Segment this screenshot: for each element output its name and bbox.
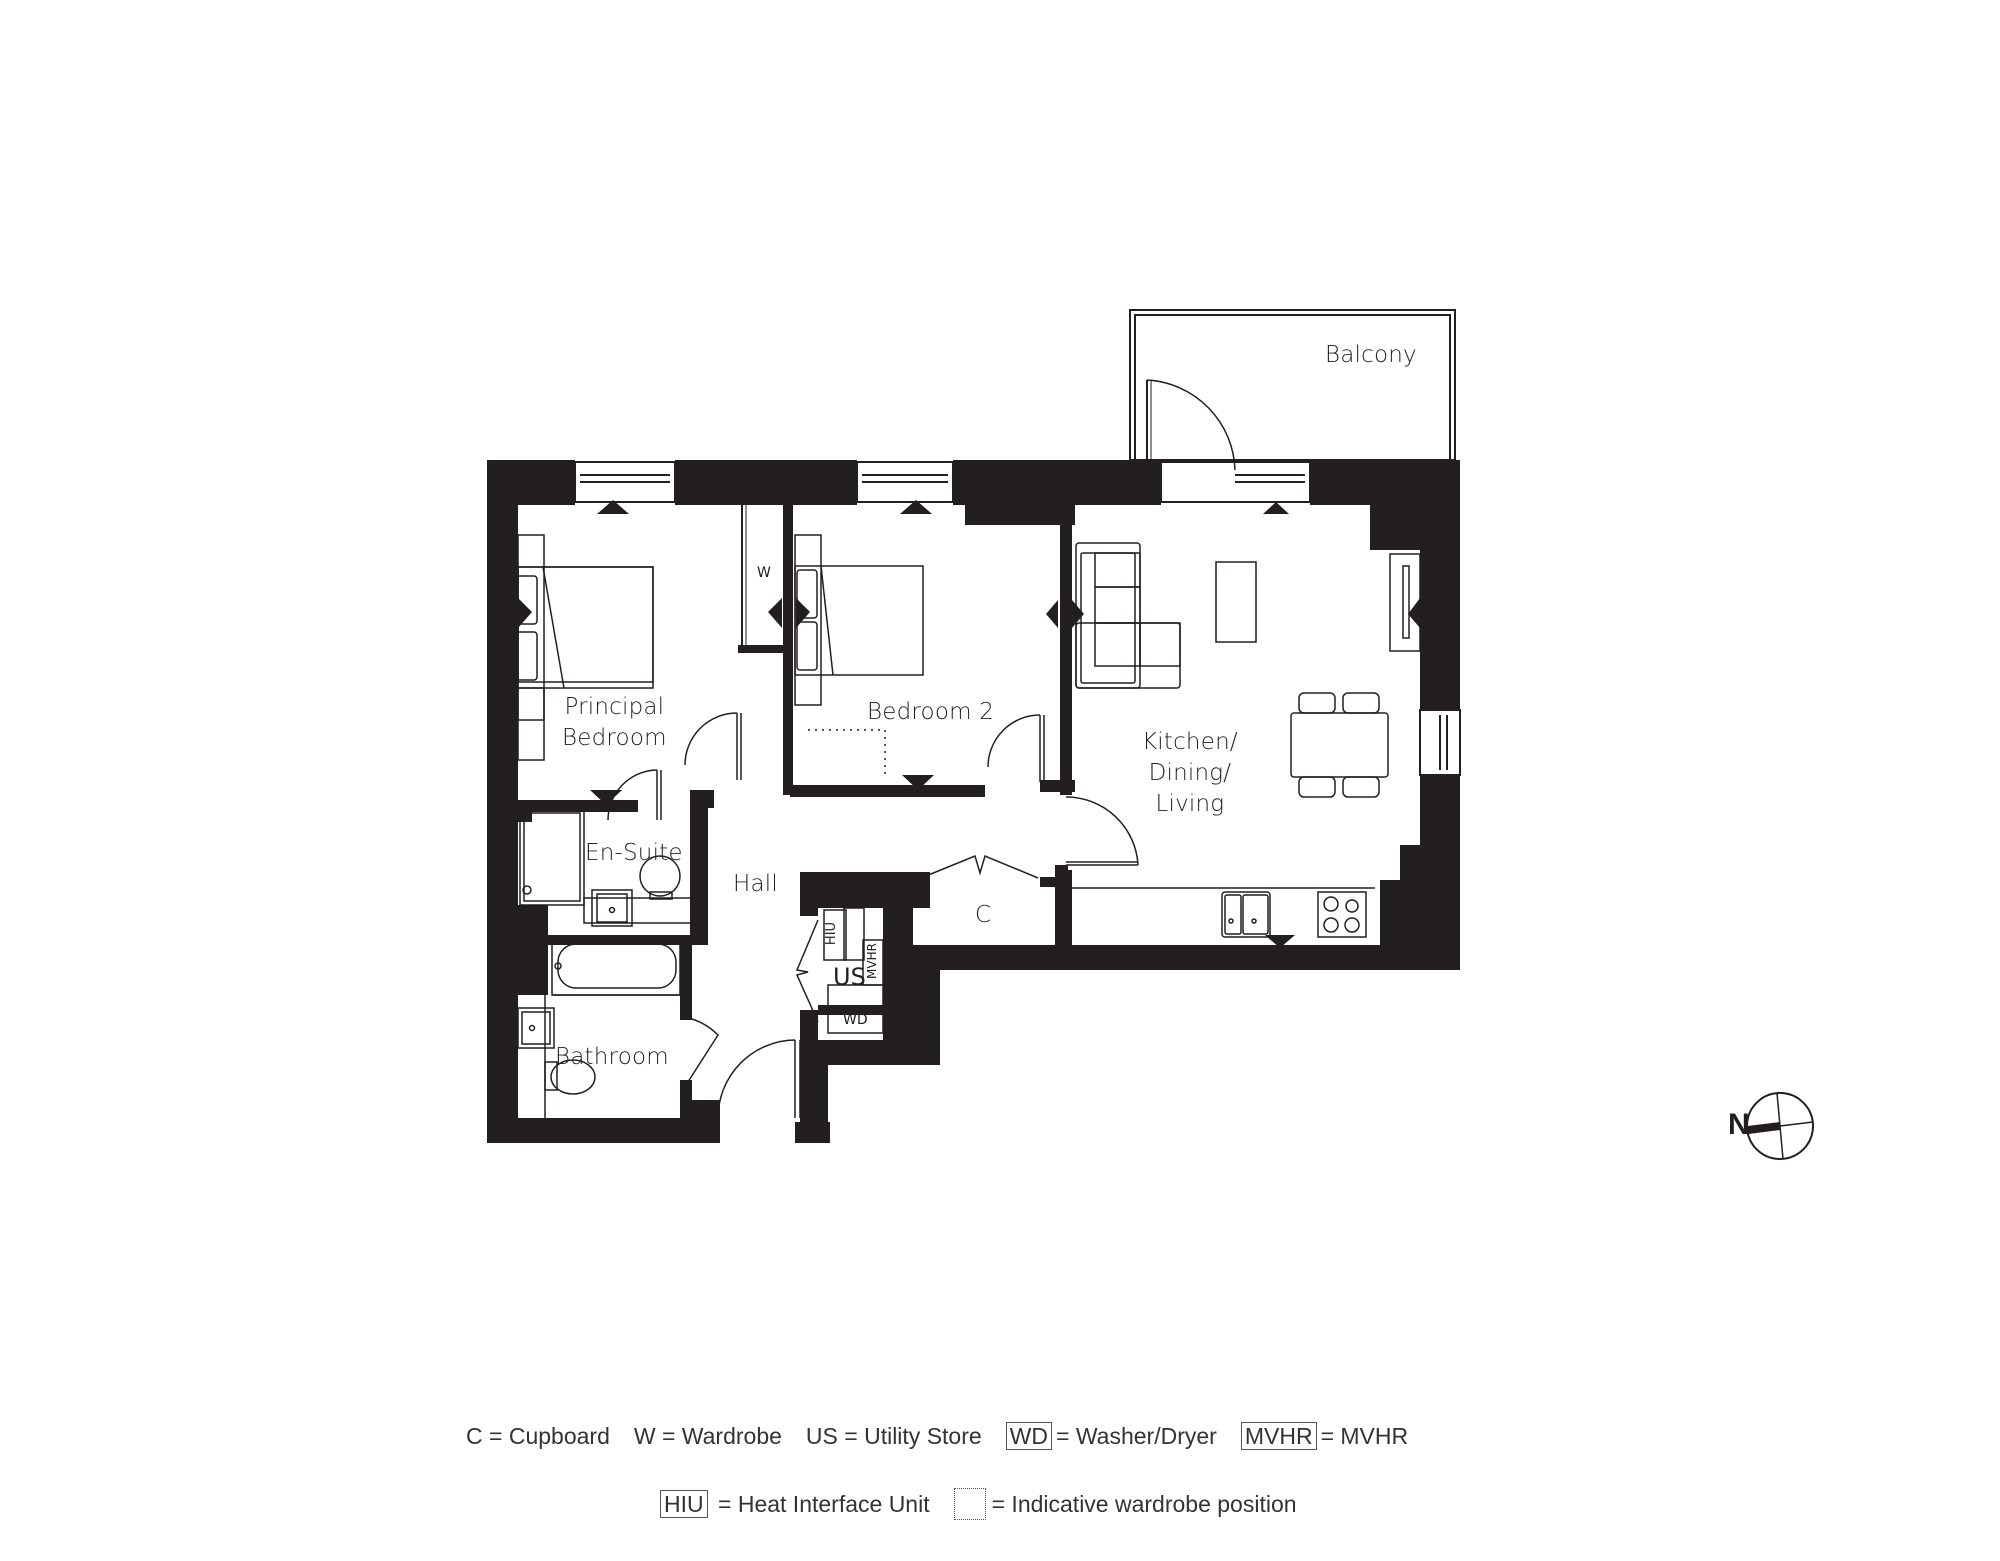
legend-key: W	[633, 1422, 656, 1449]
walls	[487, 460, 1460, 1143]
legend-item-utility-store: US = Utility Store	[806, 1423, 982, 1450]
legend-item-cupboard: C = Cupboard	[466, 1423, 610, 1450]
legend-key-boxed: MVHR	[1240, 1422, 1317, 1450]
dotted-box-icon	[953, 1488, 986, 1520]
legend-desc: = Indicative wardrobe position	[991, 1490, 1297, 1517]
legend-item-mvhr: MVHR= MVHR	[1240, 1422, 1409, 1450]
legend-item-wardrobe: W = Wardrobe	[634, 1423, 782, 1450]
legend-desc: = Cupboard	[489, 1422, 610, 1449]
markers	[518, 500, 1420, 948]
room-label-bedroom-2: Bedroom 2	[867, 699, 995, 725]
room-label-principal-bedroom: Principal Bedroom	[562, 694, 667, 751]
legend-desc: = MVHR	[1320, 1422, 1409, 1449]
furniture	[516, 505, 1421, 1118]
doors	[607, 712, 1139, 1119]
legend-row-2: HIU = Heat Interface Unit = Indicative w…	[660, 1488, 1321, 1520]
legend-item-indicative-wardrobe: = Indicative wardrobe position	[953, 1488, 1297, 1520]
legend-row-1: C = Cupboard W = Wardrobe US = Utility S…	[466, 1422, 1432, 1450]
room-label-en-suite: En-Suite	[585, 840, 683, 866]
mvhr-label: MVHR	[864, 943, 879, 979]
legend-desc: = Utility Store	[844, 1422, 982, 1449]
washer-dryer-label: WD	[843, 1012, 868, 1028]
legend-key-boxed: WD	[1005, 1422, 1052, 1450]
hiu-label: HIU	[824, 921, 840, 946]
legend-item-hiu: HIU = Heat Interface Unit	[660, 1490, 930, 1518]
room-label-utility-store: US	[833, 963, 866, 991]
legend-key: US	[805, 1422, 838, 1449]
room-label-hall: Hall	[733, 871, 778, 897]
legend-desc: = Wardrobe	[661, 1422, 782, 1449]
windows	[574, 461, 1461, 776]
north-label: N	[1728, 1108, 1750, 1141]
legend-desc: = Heat Interface Unit	[718, 1490, 930, 1517]
balcony	[1129, 309, 1456, 471]
legend-key: C	[466, 1422, 483, 1449]
wardrobe-label: W	[757, 565, 771, 581]
legend-key-boxed: HIU	[660, 1490, 708, 1518]
legend-item-washer-dryer: WD= Washer/Dryer	[1005, 1422, 1217, 1450]
room-label-bathroom: Bathroom	[555, 1044, 669, 1070]
room-label-balcony: Balcony	[1325, 342, 1417, 368]
room-label-kitchen-dining-living: Kitchen/ Dining/ Living	[1142, 729, 1238, 817]
legend-desc: = Washer/Dryer	[1056, 1422, 1217, 1449]
room-label-cupboard: C	[975, 902, 992, 928]
north-compass	[1746, 1092, 1814, 1160]
